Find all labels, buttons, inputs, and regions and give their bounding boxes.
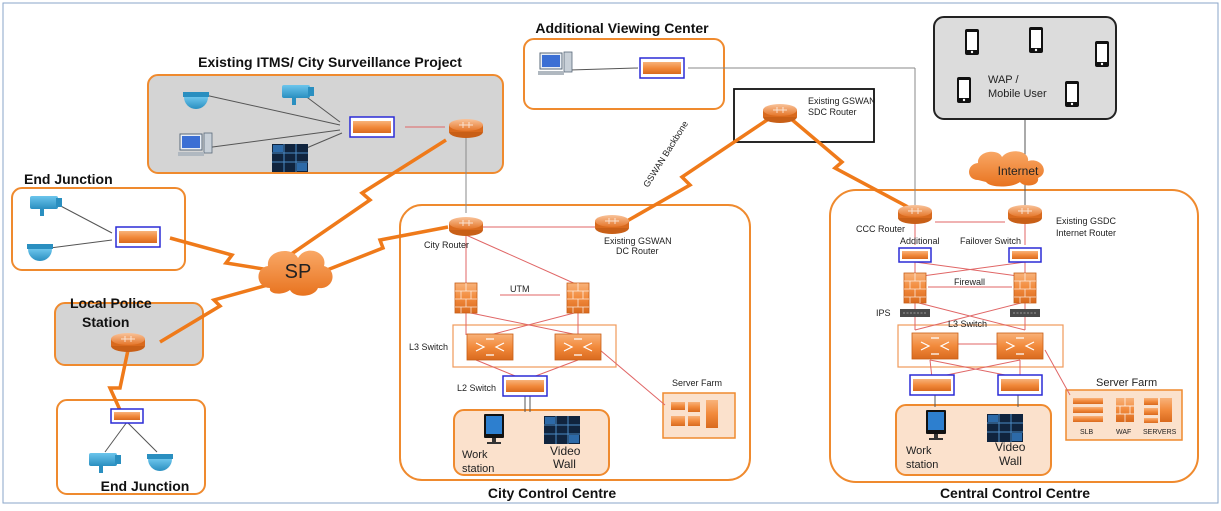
utm-firewall-icon [454,282,478,314]
central-server-farm-label: Server Farm [1096,377,1157,389]
l3-switch-icon [996,332,1044,360]
waf-icon [1116,398,1134,422]
pc-icon [537,51,573,76]
phone-icon [957,77,971,103]
city-router-icon [448,216,484,237]
gswan-sdc-label-1: Existing GSWAN [808,96,876,106]
itms-router-icon [448,118,484,139]
junction-switch-icon [110,408,144,424]
ips-icon [899,308,931,318]
l3-switch-icon [466,333,514,361]
additional-viewing-title: Additional Viewing Center [535,20,709,36]
viewing-switch-icon [639,57,685,79]
city-l3-label: L3 Switch [409,342,448,352]
videowall-label-2: Wall [999,454,1022,468]
l2-switch-icon [502,375,548,397]
ips-icon [1009,308,1041,318]
central-l3-label: L3 Switch [948,319,987,329]
l3-switch-icon [554,333,602,361]
gsdc-router-icon [1007,204,1043,225]
city-l3-group [452,324,617,368]
central-control-title: Central Control Centre [940,485,1090,501]
internet-label: Internet [998,164,1039,178]
failover-switch-label: Failover Switch [960,236,1021,246]
gswan-dc-label-2: DC Router [616,246,659,256]
gsdc-label-2: Internet Router [1056,228,1116,238]
links [49,67,1071,453]
local-police-title-1: Local Police [70,295,152,311]
firewall-icon [903,272,927,304]
videowall-label-1: Video [550,444,581,458]
workstation-label-2: station [462,463,494,475]
itms-panel: Existing ITMS/ City Surveillance Project [147,54,504,174]
failover-switch-icon [1008,247,1042,263]
slb-label: SLB [1080,429,1094,436]
video-wall-icon [986,413,1024,443]
videowall-label-1: Video [995,440,1026,454]
police-router-icon [110,332,146,353]
l2-switch-label: L2 Switch [457,383,496,393]
phone-icon [965,29,979,55]
sp-cloud: SP [258,250,333,296]
city-server-farm-box [662,392,736,439]
videowall-label-2: Wall [553,457,576,471]
video-wall-icon [543,415,581,445]
workstation-label-1: Work [906,445,932,457]
pc-icon [177,132,213,157]
failover-switch-icon [898,247,932,263]
additional-label: Additional [900,236,940,246]
local-police-title-2: Station [82,314,129,330]
phone-icon [1029,27,1043,53]
gswan-sdc-box [733,88,875,143]
video-wall-icon [271,143,309,173]
city-router-label: City Router [424,240,469,250]
phone-icon [1065,81,1079,107]
end-junction-top-title: End Junction [24,171,113,187]
workstation-label-2: station [906,459,938,471]
junction-switch-icon [115,226,161,248]
phone-icon [1095,41,1109,67]
wap-mobile-panel [933,16,1117,120]
central-switch-icon [909,374,955,396]
l3-switch-icon [911,332,959,360]
firewall-icon [1013,272,1037,304]
servers-label: SERVERS [1143,429,1177,436]
additional-viewing-panel: Additional Viewing Center [523,20,725,110]
wap-label-2: Mobile User [988,88,1047,100]
utm-firewall-icon [566,282,590,314]
itms-title: Existing ITMS/ City Surveillance Project [198,54,462,70]
server-rack-icon [671,400,718,428]
firewall-label: Firewall [954,277,985,287]
sp-label: SP [285,261,312,283]
gswan-dc-router-icon [594,214,630,235]
ips-label: IPS [876,308,891,318]
itms-switch-icon [349,116,395,138]
city-server-farm-label: Server Farm [672,378,722,388]
internet-cloud: Internet [969,151,1044,187]
slb-appliance-icon [1073,398,1103,422]
utm-label: UTM [510,284,530,294]
central-switch-icon [997,374,1043,396]
diagram-frame [2,2,1219,504]
gswan-sdc-router-icon [762,103,798,124]
ccc-router-label: CCC Router [856,224,905,234]
workstation-label-1: Work [462,449,488,461]
gswan-sdc-label-2: SDC Router [808,107,857,117]
end-junction-bottom-title: End Junction [101,478,190,494]
servers-icon [1144,398,1172,423]
end-junction-bottom-panel: End Junction [56,399,206,495]
central-l3-group [897,324,1064,368]
wap-label-1: WAP / [988,74,1020,86]
city-control-title: City Control Centre [488,485,617,501]
ccc-router-icon [897,204,933,225]
waf-label: WAF [1116,429,1131,436]
gswan-dc-label-1: Existing GSWAN [604,236,672,246]
wan-links [107,116,909,411]
gsdc-label-1: Existing GSDC [1056,216,1117,226]
